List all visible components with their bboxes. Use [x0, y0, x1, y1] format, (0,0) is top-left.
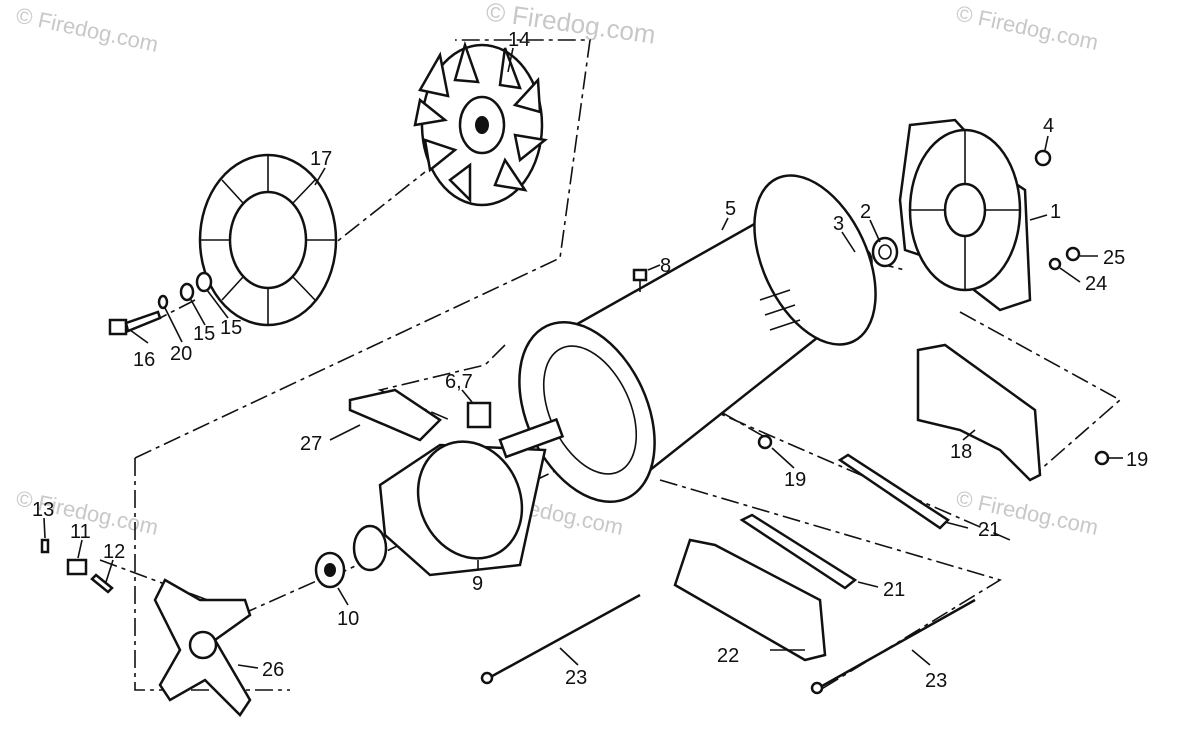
callout-labels: 1 2 3 4 5 6,7 8 9 10 11 12 13 14 15 15 1… [32, 29, 1148, 692]
callout-15a: 15 [193, 323, 215, 345]
callout-27: 27 [300, 433, 322, 455]
callout-19b: 19 [1126, 449, 1148, 471]
terminal-bracket [348, 388, 492, 442]
callout-5: 5 [725, 198, 736, 220]
bearing-10 [314, 551, 346, 589]
screws-19 [757, 434, 1110, 466]
callout-21b: 21 [883, 579, 905, 601]
callout-20: 20 [170, 343, 192, 365]
fan-guard [198, 153, 338, 327]
callout-6-7: 6,7 [445, 371, 473, 393]
stator-housing [518, 174, 877, 504]
watermark-top-right: © Firedog.com [954, 0, 1101, 55]
callout-21a: 21 [978, 519, 1000, 541]
cover-plate [916, 343, 1042, 482]
fan [413, 40, 548, 207]
screw-8 [632, 268, 648, 292]
callout-1: 1 [1050, 201, 1061, 223]
callout-10: 10 [337, 608, 359, 630]
callout-14: 14 [508, 29, 530, 51]
callout-23b: 23 [925, 670, 947, 692]
callout-18: 18 [950, 441, 972, 463]
callout-24: 24 [1085, 273, 1107, 295]
leader-lines [43, 47, 1123, 669]
callout-23a: 23 [565, 667, 587, 689]
callout-12: 12 [103, 541, 125, 563]
callout-9: 9 [472, 573, 483, 595]
bearing-parts [851, 149, 1081, 277]
through-rods [480, 593, 976, 695]
callout-17: 17 [310, 148, 332, 170]
base-bracket [673, 538, 827, 662]
callout-25: 25 [1103, 247, 1125, 269]
callout-19a: 19 [784, 469, 806, 491]
brush-holder-parts [40, 538, 114, 594]
callout-22: 22 [717, 645, 739, 667]
watermark-mid-right: © Firedog.com [954, 485, 1101, 540]
watermark-top-left: © Firedog.com [14, 2, 161, 57]
callout-3: 3 [833, 213, 844, 235]
callout-11: 11 [70, 521, 91, 543]
callout-26: 26 [262, 659, 284, 681]
callout-8: 8 [660, 255, 671, 277]
rotor [352, 417, 565, 577]
callout-16: 16 [133, 349, 155, 371]
callout-4: 4 [1043, 115, 1054, 137]
callout-2: 2 [860, 201, 871, 223]
fan-bolt-hardware [108, 271, 213, 336]
end-bracket [898, 118, 1032, 312]
callout-15b: 15 [220, 317, 242, 339]
straps-21 [739, 453, 950, 590]
callout-13: 13 [32, 499, 54, 521]
end-bracket-star [153, 578, 252, 717]
